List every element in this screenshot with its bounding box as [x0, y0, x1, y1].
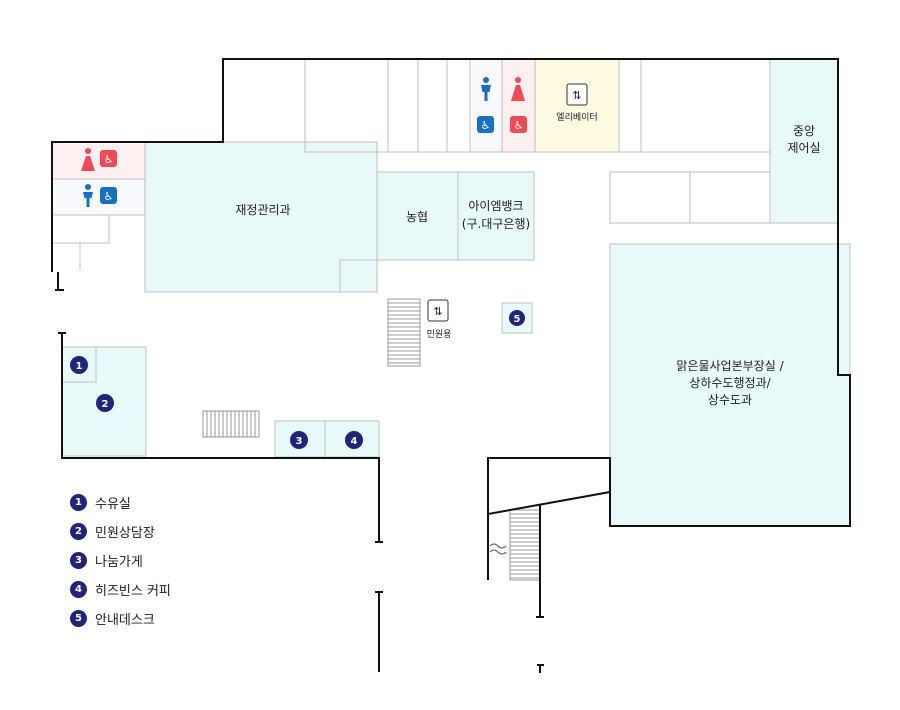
marker-2[interactable]: 2	[96, 394, 114, 412]
finance-label: 재정관리과	[235, 203, 290, 217]
legend-badge: 5	[70, 610, 87, 627]
legend-item[interactable]: 5 안내데스크	[70, 604, 171, 633]
wheelchair-icon: ♿	[100, 187, 117, 204]
legend-label: 나눔가게	[95, 555, 143, 570]
women-icon	[81, 148, 95, 171]
svg-text:⇅: ⇅	[572, 89, 581, 102]
nh-room[interactable]	[376, 171, 459, 261]
break-symbol	[489, 543, 507, 555]
legend-label: 민원상담장	[95, 526, 155, 541]
wheelchair-icon: ♿	[477, 116, 494, 133]
restroom-icons-left: ♿ ♿	[81, 148, 117, 207]
svg-text:1: 1	[76, 361, 83, 372]
men-icon	[481, 77, 491, 101]
nh-label: 농협	[406, 210, 428, 224]
stairs	[202, 298, 541, 581]
svg-text:5: 5	[514, 314, 521, 325]
map-markers: 1 2 3 4 5	[70, 310, 525, 449]
water-office-room[interactable]	[609, 243, 851, 527]
control-room[interactable]	[769, 58, 839, 224]
marker-4[interactable]: 4	[345, 431, 363, 449]
elevator-icon	[427, 299, 449, 322]
water-label-1: 맑은물사업본부장실 /	[676, 359, 784, 373]
svg-text:♿: ♿	[104, 153, 114, 166]
svg-text:♿: ♿	[104, 190, 114, 203]
restroom-icons-top: ♿ ♿	[477, 77, 527, 133]
wheelchair-icon: ♿	[100, 150, 117, 167]
marker-1[interactable]: 1	[70, 356, 88, 374]
water-label-2: 상하수도행정과/	[689, 375, 771, 390]
legend-badge: 4	[70, 581, 87, 598]
legend-label: 안내데스크	[95, 613, 155, 628]
control-label-1: 중앙	[793, 124, 815, 138]
svg-text:⇅: ⇅	[433, 305, 442, 318]
elevator-icon	[566, 83, 588, 106]
finance-room[interactable]	[144, 141, 378, 293]
svg-text:3: 3	[296, 436, 303, 447]
im-bank-label-2: (구.대구은행)	[462, 216, 530, 231]
women-restroom-top[interactable]	[501, 58, 536, 153]
women-icon	[511, 77, 525, 101]
marker-3[interactable]: 3	[290, 431, 308, 449]
legend-label: 수유실	[95, 497, 131, 512]
men-icon	[83, 184, 93, 207]
marker-5[interactable]: 5	[509, 310, 525, 326]
legend-item[interactable]: 4 히즈빈스 커피	[70, 575, 171, 604]
legend-badge: 3	[70, 552, 87, 569]
women-restroom-left[interactable]	[51, 141, 146, 180]
water-label-3: 상수도과	[708, 393, 752, 407]
legend: 1 수유실 2 민원상담장 3 나눔가게 4 히즈빈스 커피 5 안내데스크	[70, 488, 171, 633]
legend-item[interactable]: 1 수유실	[70, 488, 171, 517]
room-labels: 재정관리과 농협 아이엠뱅크 (구.대구은행) 중앙 제어실 맑은물사업본부장실…	[235, 124, 820, 407]
control-label-2: 제어실	[787, 141, 820, 155]
legend-item[interactable]: 3 나눔가게	[70, 546, 171, 575]
outer-walls	[51, 58, 851, 673]
legend-badge: 1	[70, 494, 87, 511]
legend-label: 히즈빈스 커피	[95, 584, 171, 599]
svg-text:4: 4	[351, 436, 358, 447]
interior-lines	[51, 59, 771, 383]
im-bank-label-1: 아이엠뱅크	[468, 199, 523, 213]
svg-text:2: 2	[102, 399, 109, 410]
svg-text:♿: ♿	[481, 119, 491, 132]
men-restroom-left[interactable]	[51, 178, 146, 216]
men-restroom-top[interactable]	[469, 58, 503, 153]
room-fills	[51, 58, 851, 527]
im-bank-room[interactable]	[457, 171, 535, 261]
coffee-shop[interactable]	[324, 420, 380, 458]
elevator-civil[interactable]: ⇅ 민원용	[427, 299, 452, 340]
elevator-label: 엘리베이터	[556, 112, 597, 123]
legend-badge: 2	[70, 523, 87, 540]
elevator-civil-label: 민원용	[427, 329, 452, 340]
wheelchair-icon: ♿	[510, 116, 527, 133]
elevator-main[interactable]: ⇅ 엘리베이터	[556, 83, 598, 123]
svg-text:♿: ♿	[514, 119, 524, 132]
legend-item[interactable]: 2 민원상담장	[70, 517, 171, 546]
